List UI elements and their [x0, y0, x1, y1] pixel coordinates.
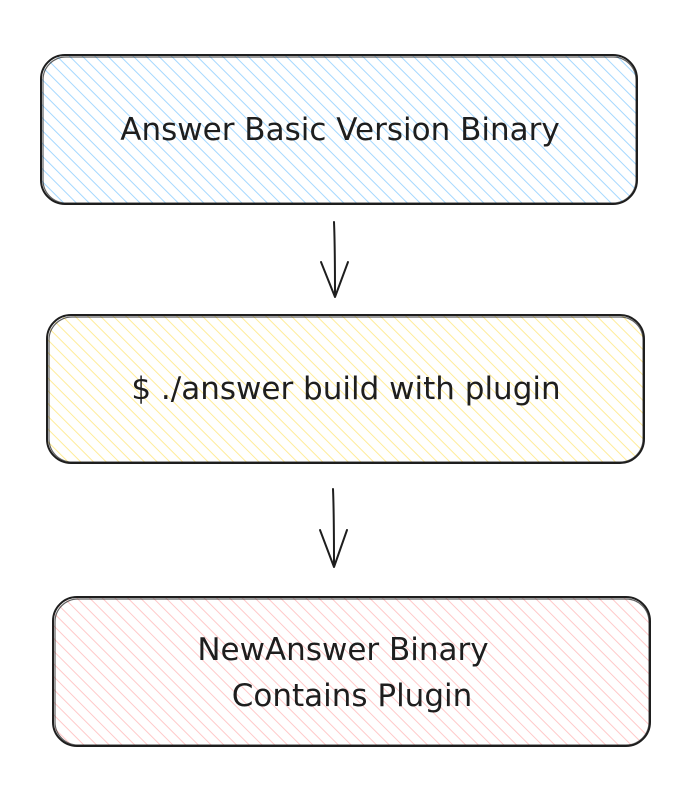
node-build-command-box — [46, 314, 645, 464]
node-basic-binary-label: Answer Basic Version Binary — [120, 112, 559, 148]
node-new-binary: NewAnswer Binary Contains Plugin — [52, 596, 651, 747]
node-new-binary-box — [52, 596, 651, 747]
node-new-binary-label-line-2: Contains Plugin — [232, 678, 473, 714]
arrowhead-down-icon — [320, 261, 349, 298]
arrowhead-down-icon — [319, 529, 348, 568]
node-new-binary-label-line-1: NewAnswer Binary — [197, 632, 488, 668]
arrow-build-to-new — [319, 488, 348, 568]
node-basic-binary: Answer Basic Version Binary — [40, 54, 638, 205]
node-build-command-label: $ ./answer build with plugin — [131, 371, 560, 407]
arrow-basic-to-build — [320, 221, 349, 298]
node-build-command: $ ./answer build with plugin — [46, 314, 645, 464]
node-basic-binary-box — [40, 54, 638, 205]
